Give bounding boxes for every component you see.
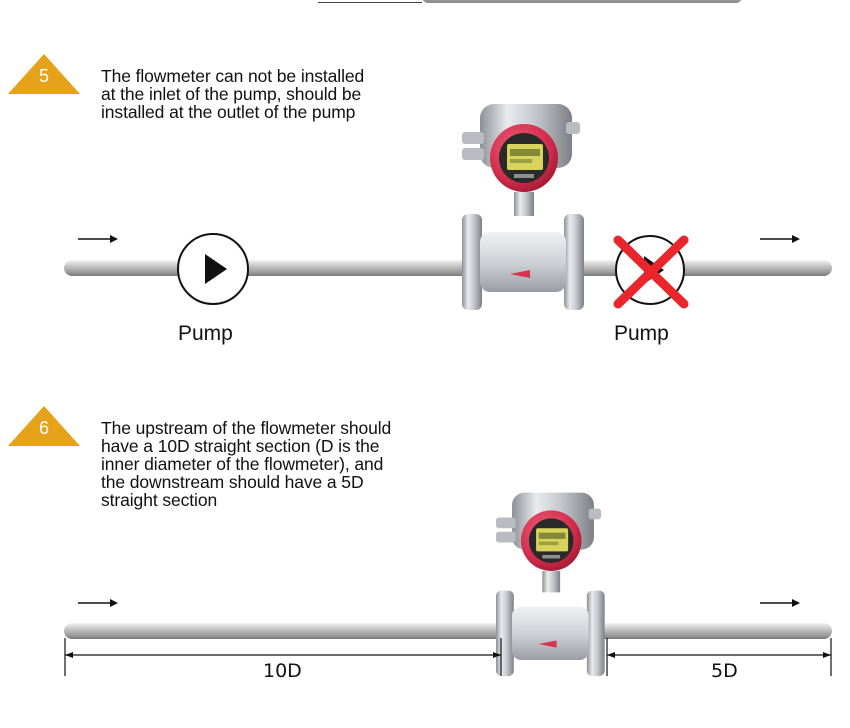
flow-arrow-right-6 bbox=[760, 599, 800, 607]
step-6-number: 6 bbox=[38, 418, 49, 438]
pump-label-outlet: Pump bbox=[614, 322, 669, 345]
flow-arrow-left-5 bbox=[78, 235, 118, 243]
pump-icon-outlet-crossed bbox=[613, 235, 689, 309]
flow-arrow-right-5 bbox=[760, 235, 800, 243]
triangle-badge-icon bbox=[8, 54, 80, 94]
step-5-number: 5 bbox=[38, 66, 49, 86]
downstream-length-label: 5D bbox=[711, 660, 738, 682]
dimension-lines bbox=[64, 638, 832, 676]
step-6-line-2: have a 10D straight section (D is the bbox=[101, 436, 380, 456]
pump-label-inlet: Pump bbox=[178, 322, 233, 345]
step-6-line-1: The upstream of the flowmeter should bbox=[101, 418, 392, 438]
top-divider-line bbox=[318, 2, 422, 3]
step-5-line-3: installed at the outlet of the pump bbox=[101, 102, 356, 122]
step-6-line-3: inner diameter of the flowmeter), and bbox=[101, 454, 384, 474]
upstream-length-label: 10D bbox=[263, 660, 302, 682]
step-6-badge: 6 bbox=[8, 406, 80, 446]
pipe-step-6 bbox=[64, 623, 832, 639]
step-6-text: The upstream of the flowmeter should hav… bbox=[101, 419, 391, 509]
step-5-text: The flowmeter can not be installed at th… bbox=[101, 67, 364, 121]
step-5-line-1: The flowmeter can not be installed bbox=[101, 66, 365, 86]
top-pipe-fragment bbox=[422, 0, 742, 3]
step-5-badge: 5 bbox=[8, 54, 80, 94]
step-6-line-5: straight section bbox=[101, 490, 218, 510]
pump-icon-inlet bbox=[177, 233, 249, 305]
triangle-badge-icon bbox=[8, 406, 80, 446]
flow-arrow-left-6 bbox=[78, 599, 118, 607]
flowmeter-icon-step-5 bbox=[462, 104, 584, 310]
step-5-line-2: at the inlet of the pump, should be bbox=[101, 84, 362, 104]
step-6-line-4: the downstream should have a 5D bbox=[101, 472, 364, 492]
